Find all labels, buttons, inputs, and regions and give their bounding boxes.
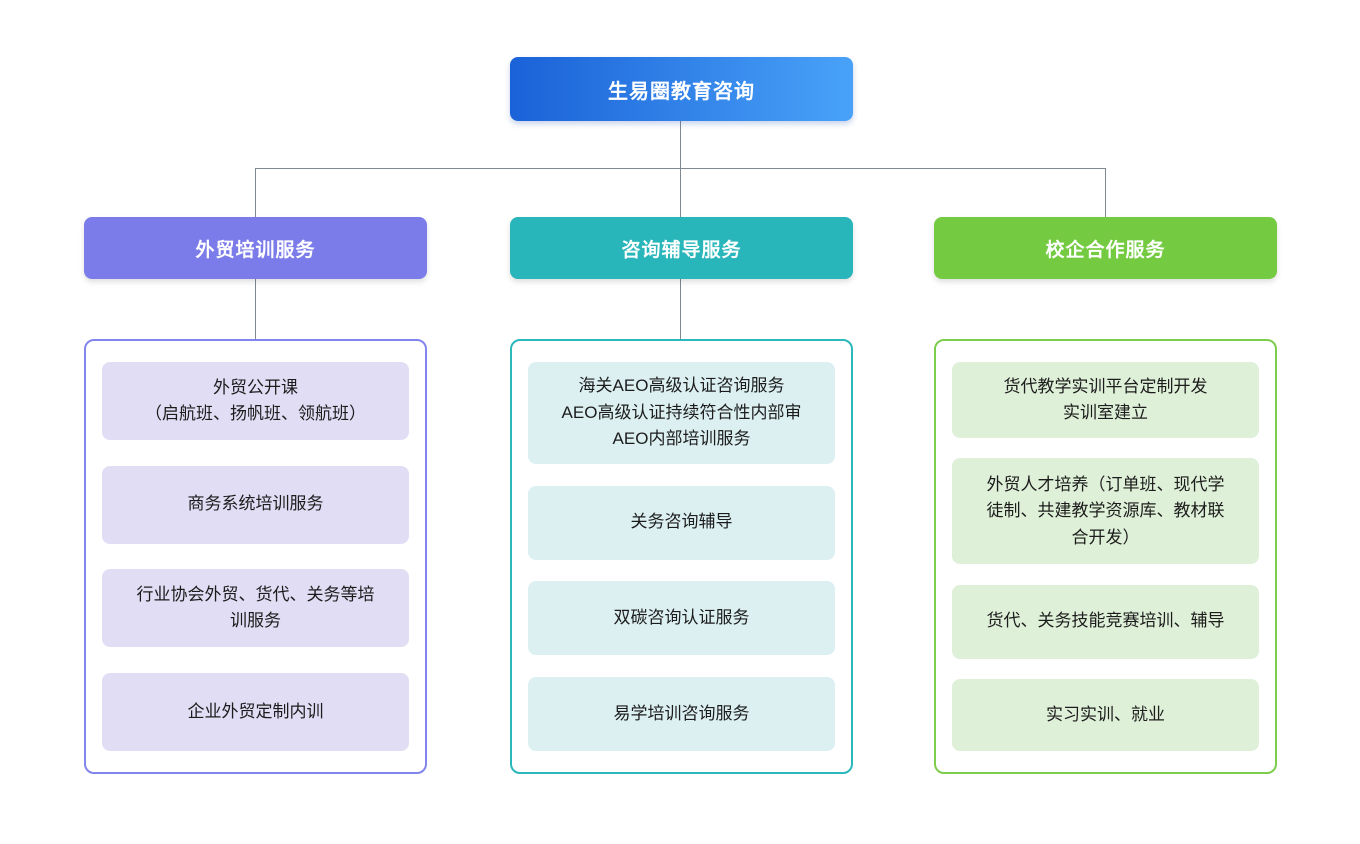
leaf-item: 商务系统培训服务	[102, 465, 409, 544]
connector-sub-left	[255, 279, 256, 339]
connector-branch-right	[1105, 168, 1106, 217]
branch-header-label: 校企合作服务	[1045, 239, 1166, 261]
leaf-item: 外贸人才培养（订单班、现代学 徒制、共建教学资源库、教材联 合开发）	[952, 458, 1259, 565]
branch-container-consulting-coaching: 海关AEO高级认证咨询服务 AEO高级认证持续符合性内部审 AEO内部培训服务 …	[510, 339, 853, 774]
branch-header-consulting-coaching: 咨询辅导服务	[510, 217, 853, 279]
connector-branch-middle	[680, 168, 681, 217]
leaf-item: 关务咨询辅导	[528, 485, 835, 560]
connector-branch-left	[255, 168, 256, 217]
leaf-item: 海关AEO高级认证咨询服务 AEO高级认证持续符合性内部审 AEO内部培训服务	[528, 362, 835, 464]
leaf-item: 双碳咨询认证服务	[528, 581, 835, 656]
connector-root-vertical	[680, 121, 681, 168]
leaf-item: 货代、关务技能竞赛培训、辅导	[952, 584, 1259, 659]
branch-header-label: 咨询辅导服务	[621, 239, 742, 261]
leaf-item: 货代教学实训平台定制开发 实训室建立	[952, 362, 1259, 438]
leaf-item: 易学培训咨询服务	[528, 676, 835, 751]
leaf-item: 企业外贸定制内训	[102, 672, 409, 751]
leaf-item: 外贸公开课 （启航班、扬帆班、领航班）	[102, 362, 409, 440]
leaf-item: 实习实训、就业	[952, 678, 1259, 751]
branch-header-label: 外贸培训服务	[195, 239, 316, 261]
branch-header-foreign-trade-training: 外贸培训服务	[84, 217, 427, 279]
connector-sub-middle	[680, 279, 681, 339]
branch-container-school-enterprise-cooperation: 货代教学实训平台定制开发 实训室建立 外贸人才培养（订单班、现代学 徒制、共建教…	[934, 339, 1277, 774]
leaf-item: 行业协会外贸、货代、关务等培 训服务	[102, 569, 409, 648]
root-node: 生易圈教育咨询	[510, 57, 853, 121]
root-node-label: 生易圈教育咨询	[608, 80, 755, 103]
branch-container-foreign-trade-training: 外贸公开课 （启航班、扬帆班、领航班） 商务系统培训服务 行业协会外贸、货代、关…	[84, 339, 427, 774]
branch-header-school-enterprise-cooperation: 校企合作服务	[934, 217, 1277, 279]
